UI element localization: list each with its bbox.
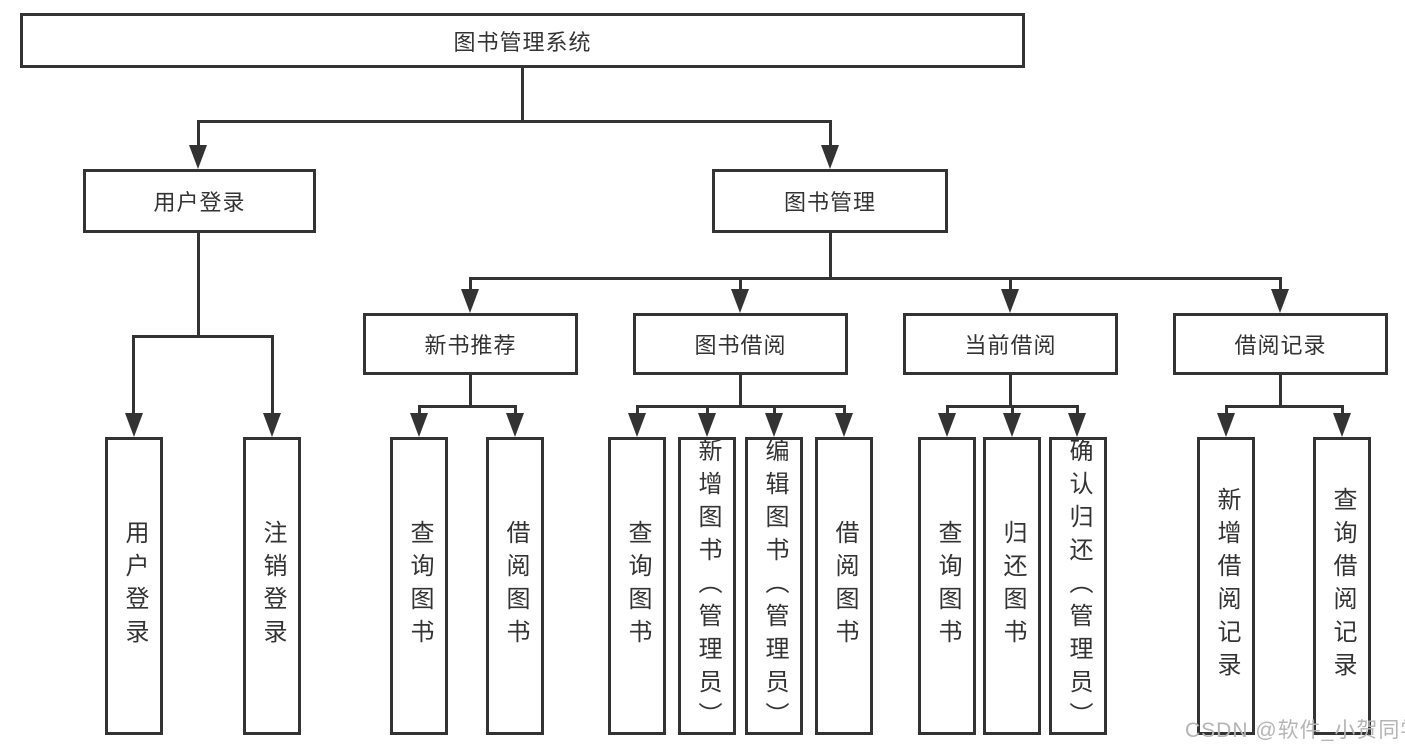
leaf-borrow-books-borrowing: 借阅图书 bbox=[815, 437, 873, 735]
connector-root-stem bbox=[521, 68, 524, 123]
leaf-add-borrow-record: 新增借阅记录 bbox=[1197, 437, 1255, 735]
arrow-down-icon bbox=[506, 413, 524, 437]
node-label: 图书管理系统 bbox=[453, 29, 592, 55]
connector-stem bbox=[739, 277, 742, 291]
connector-stem bbox=[132, 335, 135, 415]
connector-stem bbox=[739, 375, 742, 408]
arrow-down-icon bbox=[698, 413, 716, 437]
arrow-down-icon bbox=[1001, 289, 1019, 313]
connector-book-mgmt-stem bbox=[829, 233, 832, 280]
connector-level3-rail bbox=[469, 277, 1282, 280]
node-label: 图书借阅 bbox=[694, 333, 787, 358]
arrow-down-icon bbox=[1217, 413, 1235, 437]
node-label: 查询图书 bbox=[624, 520, 651, 652]
connector-rail bbox=[418, 405, 517, 408]
node-library-management-system: 图书管理系统 bbox=[20, 13, 1025, 68]
connector-stem bbox=[636, 405, 639, 415]
arrow-down-icon bbox=[410, 413, 428, 437]
leaf-query-books-borrowing: 查询图书 bbox=[608, 437, 666, 735]
leaf-add-book-admin: 新增图书（管理员） bbox=[678, 437, 736, 735]
connector-stem bbox=[418, 405, 421, 415]
node-label: 用户登录 bbox=[153, 190, 246, 215]
arrow-down-icon bbox=[835, 413, 853, 437]
arrow-down-icon bbox=[1068, 413, 1086, 437]
connector-stem bbox=[514, 405, 517, 415]
connector-stem bbox=[1225, 405, 1228, 415]
connector-stem bbox=[271, 335, 274, 415]
connector-stem bbox=[1279, 375, 1282, 408]
connector-rail bbox=[636, 405, 846, 408]
node-label: 确认归还（管理员） bbox=[1065, 437, 1092, 735]
watermark: CSDN @软件_小贺同学 bbox=[1185, 719, 1405, 742]
connector-level2-rail bbox=[197, 120, 832, 123]
arrow-down-icon bbox=[765, 413, 783, 437]
connector-stem bbox=[1076, 405, 1079, 415]
connector-stem bbox=[1011, 405, 1014, 415]
node-book-management: 图书管理 bbox=[712, 169, 948, 233]
node-label: 编辑图书（管理员） bbox=[761, 437, 788, 735]
arrow-down-icon bbox=[628, 413, 646, 437]
node-label: 查询借阅记录 bbox=[1329, 487, 1356, 685]
node-user-login: 用户登录 bbox=[83, 169, 316, 233]
connector-stem bbox=[1009, 277, 1012, 291]
node-label: 新增图书（管理员） bbox=[694, 437, 721, 735]
arrow-down-icon bbox=[938, 413, 956, 437]
node-label: 用户登录 bbox=[121, 520, 148, 652]
leaf-logout: 注销登录 bbox=[243, 437, 301, 735]
connector-user-login-stem bbox=[197, 233, 200, 338]
connector-stem bbox=[1341, 405, 1344, 415]
node-label: 新增借阅记录 bbox=[1213, 487, 1240, 685]
node-label: 图书管理 bbox=[783, 190, 876, 215]
connector-user-login-rail bbox=[132, 335, 274, 338]
leaf-query-books-recommend: 查询图书 bbox=[390, 437, 448, 735]
connector-stem bbox=[829, 120, 832, 148]
arrow-down-icon bbox=[125, 413, 143, 437]
arrow-down-icon bbox=[731, 289, 749, 313]
node-label: 查询图书 bbox=[406, 520, 433, 652]
connector-stem bbox=[706, 405, 709, 415]
arrow-down-icon bbox=[821, 145, 839, 169]
node-label: 借阅记录 bbox=[1234, 333, 1327, 358]
arrow-down-icon bbox=[1003, 413, 1021, 437]
arrow-down-icon bbox=[189, 145, 207, 169]
node-book-borrowing: 图书借阅 bbox=[633, 313, 848, 375]
leaf-query-books-current: 查询图书 bbox=[918, 437, 976, 735]
node-label: 当前借阅 bbox=[964, 333, 1057, 358]
node-label: 借阅图书 bbox=[831, 520, 858, 652]
leaf-borrow-books-recommend: 借阅图书 bbox=[486, 437, 544, 735]
connector-stem bbox=[197, 120, 200, 148]
arrow-down-icon bbox=[1333, 413, 1351, 437]
node-current-borrowing: 当前借阅 bbox=[903, 313, 1118, 375]
leaf-query-borrow-record: 查询借阅记录 bbox=[1313, 437, 1371, 735]
node-label: 查询图书 bbox=[934, 520, 961, 652]
connector-stem bbox=[843, 405, 846, 415]
arrow-down-icon bbox=[263, 413, 281, 437]
connector-rail bbox=[1225, 405, 1343, 408]
node-label: 借阅图书 bbox=[502, 520, 529, 652]
node-label: 归还图书 bbox=[999, 520, 1026, 652]
connector-stem bbox=[1279, 277, 1282, 291]
node-label: 注销登录 bbox=[259, 520, 286, 652]
leaf-user-login: 用户登录 bbox=[105, 437, 163, 735]
arrow-down-icon bbox=[461, 289, 479, 313]
connector-stem bbox=[469, 277, 472, 291]
arrow-down-icon bbox=[1271, 289, 1289, 313]
leaf-edit-book-admin: 编辑图书（管理员） bbox=[745, 437, 803, 735]
leaf-return-book: 归还图书 bbox=[983, 437, 1041, 735]
node-new-book-recommendation: 新书推荐 bbox=[363, 313, 578, 375]
connector-stem bbox=[1009, 375, 1012, 408]
leaf-confirm-return-admin: 确认归还（管理员） bbox=[1049, 437, 1107, 735]
connector-stem bbox=[773, 405, 776, 415]
connector-stem bbox=[946, 405, 949, 415]
connector-stem bbox=[469, 375, 472, 408]
node-borrowing-records: 借阅记录 bbox=[1173, 313, 1388, 375]
node-label: 新书推荐 bbox=[424, 333, 517, 358]
